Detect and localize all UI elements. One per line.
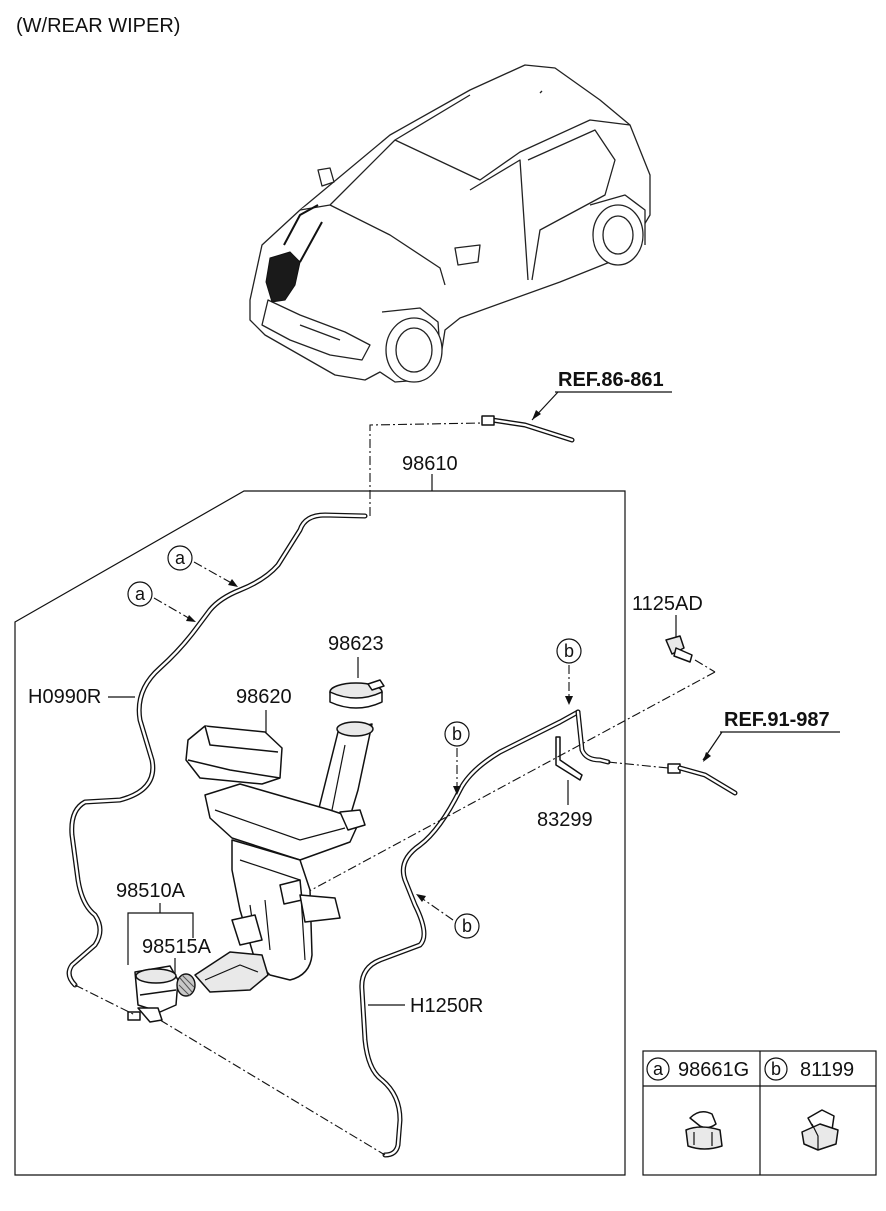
legend-a-code: 98661G — [678, 1059, 749, 1081]
callout-a-1: a — [167, 545, 238, 587]
filter-98515a: 98515A — [142, 936, 212, 997]
hose-h0990r: H0990R — [28, 512, 368, 988]
pump-label: 98510A — [116, 880, 186, 902]
ref-hose-right: REF.91-987 — [607, 709, 840, 796]
ref-label-2: REF.91-987 — [724, 709, 830, 731]
clip-b-icon — [801, 1109, 839, 1151]
hose-left-label: H0990R — [28, 686, 101, 708]
car-illustration — [249, 64, 651, 383]
legend-a-marker — [646, 1057, 670, 1081]
svg-text:b: b — [462, 916, 472, 936]
assembly-border — [14, 490, 626, 1176]
clip-a-icon — [685, 1111, 723, 1150]
legend-a-letter: a — [653, 1059, 664, 1079]
callout-a-2: a — [127, 581, 196, 622]
svg-text:a: a — [175, 548, 186, 568]
callout-b-3: b — [416, 894, 480, 939]
svg-text:a: a — [135, 584, 146, 604]
legend-b-letter: b — [771, 1059, 781, 1079]
svg-text:b: b — [564, 641, 574, 661]
pump-98510a: 98510A — [116, 880, 194, 1023]
bolt-1125ad: 1125AD — [301, 593, 716, 896]
connector-label: 83299 — [537, 809, 593, 831]
filter-label: 98515A — [142, 936, 212, 958]
callout-b-2: b — [444, 721, 470, 795]
reservoir-98620: 98620 — [185, 686, 374, 993]
legend-b-marker — [764, 1057, 788, 1081]
bolt-label: 1125AD — [632, 593, 703, 615]
hose-right-label: H1250R — [410, 995, 483, 1017]
callout-b-1: b — [556, 638, 582, 705]
reservoir-label: 98620 — [236, 686, 292, 708]
legend-b-code: 81199 — [800, 1059, 854, 1081]
ref-hose-top: REF.86-861 — [369, 369, 672, 516]
cap-98623: 98623 — [328, 633, 385, 709]
hose-h1250r: H1250R — [359, 709, 611, 1158]
diagram-title: (W/REAR WIPER) — [16, 15, 180, 37]
legend-table: a 98661G b 81199 — [642, 1050, 877, 1176]
svg-text:b: b — [452, 724, 462, 744]
ref-label-1: REF.86-861 — [558, 369, 664, 391]
assembly-label: 98610 — [402, 453, 458, 475]
cap-label: 98623 — [328, 633, 384, 655]
connector-83299: 83299 — [537, 736, 593, 831]
